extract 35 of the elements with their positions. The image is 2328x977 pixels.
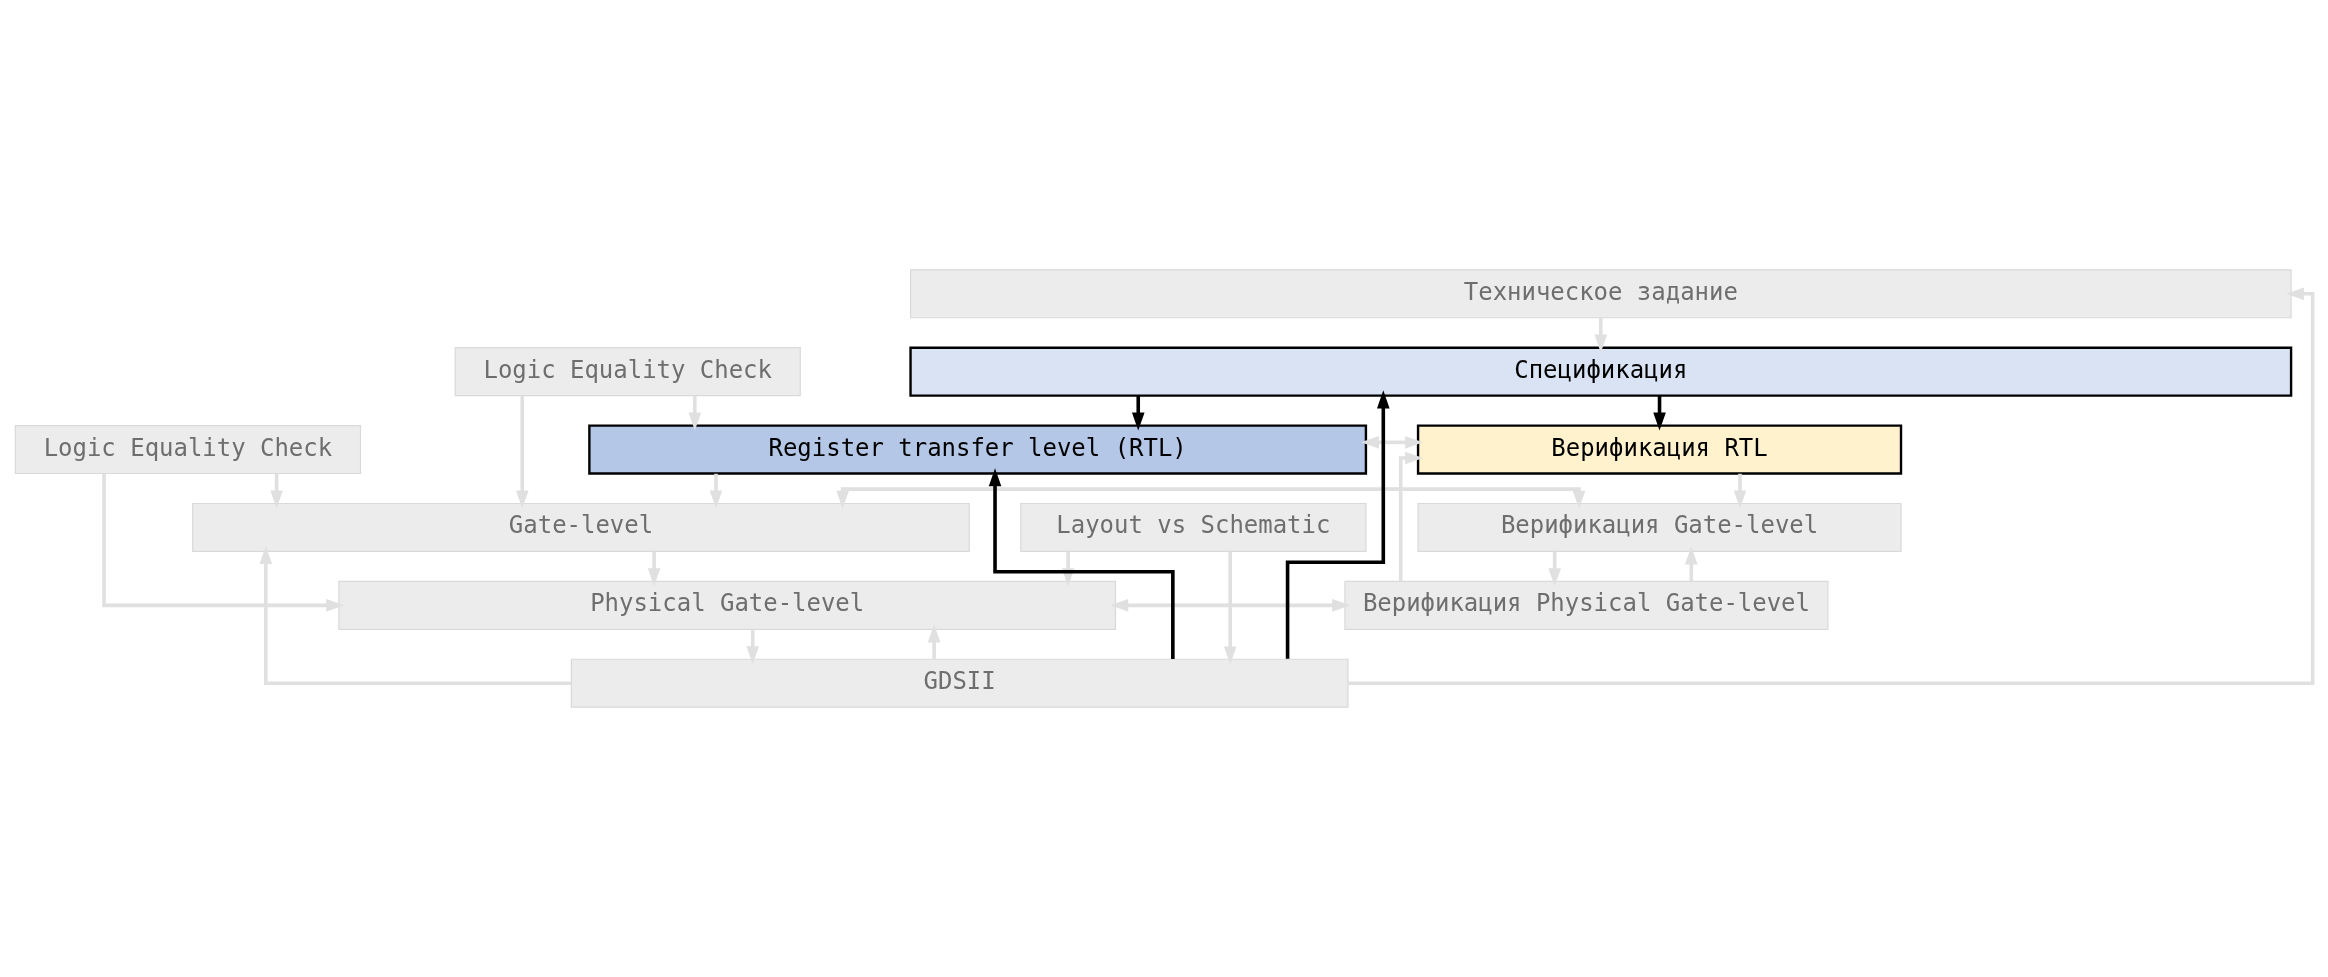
arrow [270, 473, 283, 509]
node-box: Техническое задание [909, 269, 2292, 319]
arrow [515, 395, 529, 509]
arrow [1594, 318, 1608, 353]
arrow [836, 487, 1586, 509]
arrow [1223, 551, 1237, 665]
node-box: Верификация Gate-level [1417, 502, 1902, 552]
arrow [709, 473, 723, 509]
arrow [688, 395, 702, 431]
node-box: GDSII [570, 658, 1349, 708]
arrow [647, 551, 661, 587]
node-box: Верификация RTL [1416, 424, 1903, 475]
arrow [927, 624, 941, 659]
arrow [746, 629, 760, 665]
node-box: Gate-level [192, 502, 970, 552]
arrow [1110, 599, 1351, 612]
node-box: Logic Equality Check [14, 424, 362, 475]
node-box: Register transfer level (RTL) [588, 424, 1368, 475]
arrow [1733, 473, 1747, 509]
arrow [1348, 287, 2315, 686]
node-box: Layout vs Schematic [1020, 502, 1367, 552]
arrow [102, 473, 345, 612]
arrow [259, 546, 572, 686]
node-box: Physical Gate-level [338, 580, 1117, 630]
arrow [1360, 436, 1424, 449]
arrow [1285, 390, 1390, 659]
node-box: Спецификация [909, 346, 2293, 397]
arrow [1398, 451, 1424, 582]
node-box: Верификация Physical Gate-level [1344, 580, 1829, 630]
arrow [1653, 395, 1666, 431]
arrow [988, 468, 1175, 660]
node-box: Logic Equality Check [454, 347, 801, 397]
arrow [1548, 551, 1561, 587]
arrow [1131, 395, 1145, 431]
arrow [1685, 546, 1698, 582]
